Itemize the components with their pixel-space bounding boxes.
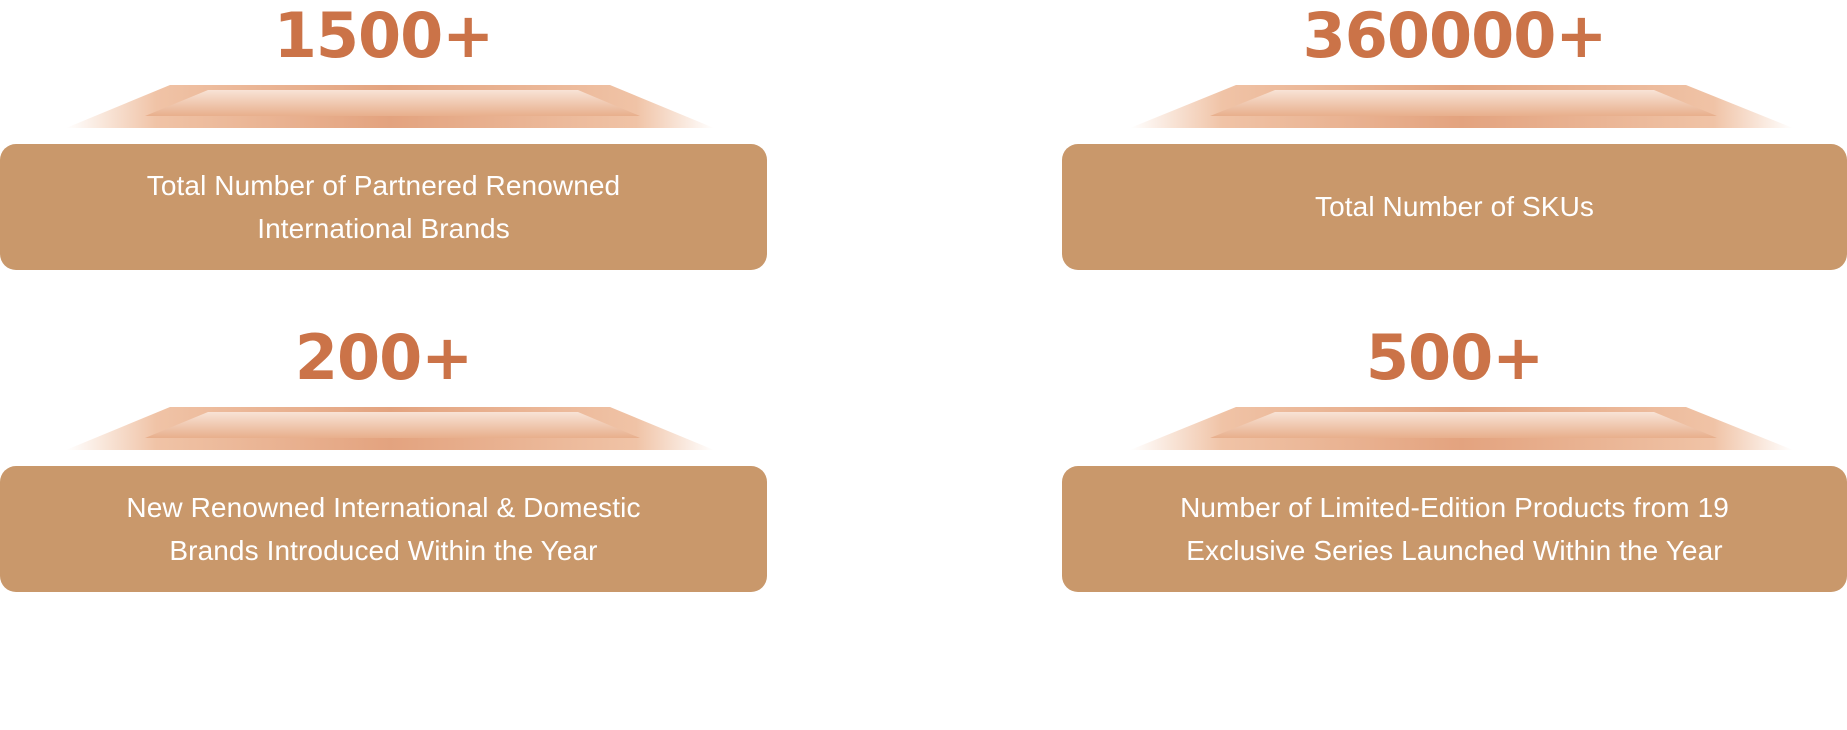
stat-number: 200+	[294, 321, 473, 394]
stat-block-new-brands: 200+	[0, 322, 767, 644]
stat-card-label: Number of Limited-Edition Products from …	[1180, 491, 1729, 566]
stat-block-partnered-brands: 1500+	[0, 0, 767, 322]
stat-card: Total Number of Partnered Renowned Inter…	[0, 144, 767, 270]
stat-block-limited-edition: 500+	[1062, 322, 1847, 644]
stat-block-total-skus: 360000+	[1062, 0, 1847, 322]
stat-card-label: Total Number of Partnered Renowned Inter…	[146, 169, 621, 244]
stat-number: 500+	[1365, 321, 1544, 394]
stat-card-label: Total Number of SKUs	[1315, 191, 1594, 223]
stat-card-label: New Renowned International & Domestic Br…	[126, 491, 641, 566]
stat-number: 360000+	[1302, 0, 1608, 72]
platform-slab-icon	[0, 400, 767, 452]
platform-slab-icon	[1062, 78, 1847, 130]
platform-slab-icon	[0, 78, 767, 130]
stat-card: Number of Limited-Edition Products from …	[1062, 466, 1847, 592]
platform-slab-icon	[1062, 400, 1847, 452]
stat-number: 1500+	[273, 0, 495, 72]
stat-card: Total Number of SKUs	[1062, 144, 1847, 270]
stat-card: New Renowned International & Domestic Br…	[0, 466, 767, 592]
